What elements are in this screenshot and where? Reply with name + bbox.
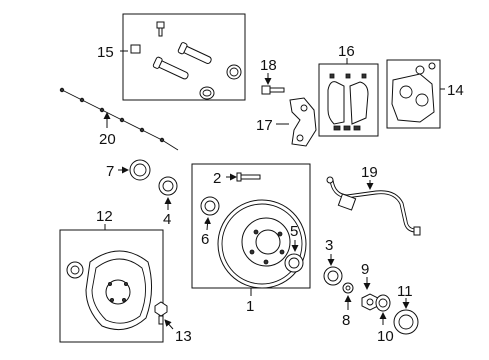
nut-retainer — [375, 294, 391, 312]
brake-rotor — [217, 199, 307, 289]
caliper-bolt — [261, 85, 285, 95]
callout-6: 6 — [201, 231, 209, 248]
callout-14: 14 — [447, 82, 464, 99]
callout-19: 19 — [361, 164, 378, 181]
hardware-kit-box — [122, 13, 246, 101]
caliper — [391, 62, 436, 123]
callout-1: 1 — [246, 298, 254, 315]
callout-8: 8 — [342, 312, 350, 329]
callout-7: 7 — [106, 163, 114, 180]
callout-10: 10 — [377, 328, 394, 345]
callout-18: 18 — [260, 57, 277, 74]
outer-bearing — [284, 253, 304, 273]
hub-seal — [200, 196, 220, 216]
callout-5: 5 — [290, 223, 298, 240]
caliper-box — [386, 59, 441, 129]
abs-sensor-harness — [326, 176, 421, 236]
callout-3: 3 — [325, 237, 333, 254]
callout-20: 20 — [99, 131, 116, 148]
callout-15: 15 — [97, 44, 114, 61]
dust-cap — [393, 309, 419, 335]
splash-shield-box — [59, 229, 164, 343]
grease-seal — [129, 159, 151, 181]
brake-pads — [327, 73, 369, 131]
hardware-kit-parts — [130, 21, 242, 100]
washer — [342, 282, 354, 294]
callout-9: 9 — [361, 261, 369, 278]
callout-2: 2 — [213, 170, 221, 187]
splash-shield-grommet — [66, 261, 84, 279]
inner-bearing — [158, 176, 178, 196]
callout-17: 17 — [256, 117, 273, 134]
callout-13: 13 — [175, 328, 192, 345]
caliper-bracket — [289, 97, 317, 147]
wheel-stud — [236, 172, 261, 182]
callout-16: 16 — [338, 43, 355, 60]
bearing-cone — [323, 266, 343, 286]
shield-bolt — [154, 301, 168, 325]
brake-pads-box — [318, 63, 379, 137]
callout-11: 11 — [397, 283, 413, 300]
callout-12: 12 — [96, 208, 113, 225]
splash-shield — [85, 250, 152, 331]
callout-4: 4 — [163, 211, 171, 228]
